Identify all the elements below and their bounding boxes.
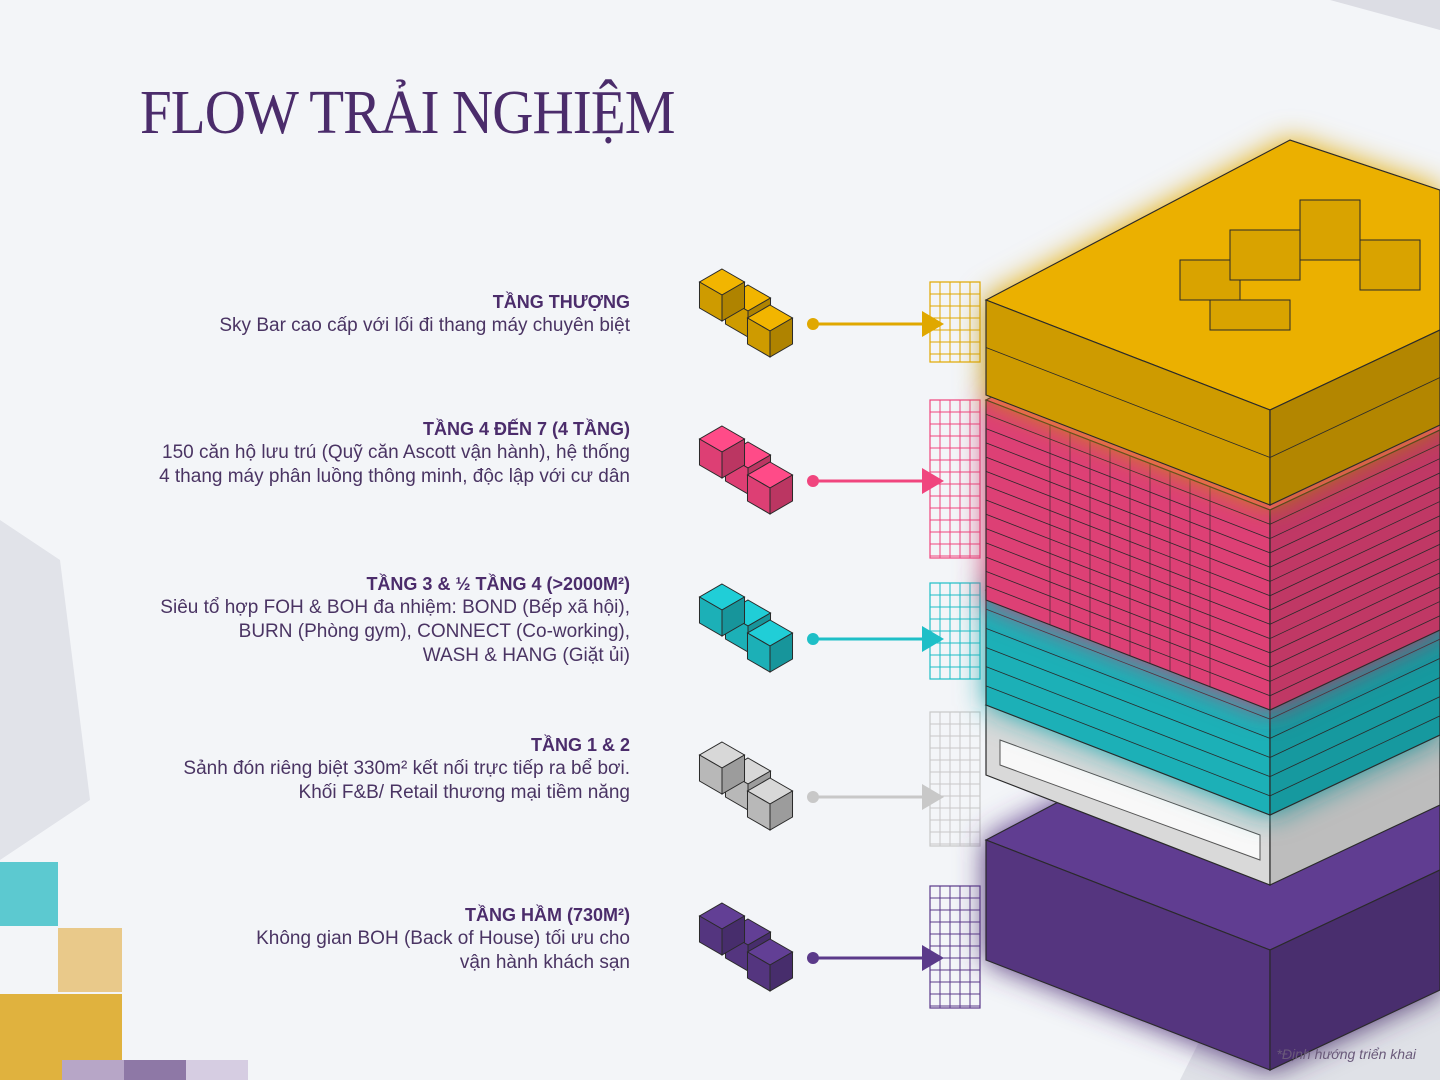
deco-square-gold	[58, 928, 122, 992]
floor-row-2	[698, 582, 981, 680]
floor-grid-icon	[929, 582, 981, 680]
floor-heading: TẦNG 4 ĐẾN 7 (4 TẦNG)	[422, 419, 630, 439]
floor-arrow-icon	[807, 945, 944, 971]
deco-square-purple-light	[62, 1060, 124, 1080]
floor-description: Siêu tổ hợp FOH & BOH đa nhiệm: BOND (Bế…	[160, 597, 630, 666]
floor-row-3	[698, 711, 981, 847]
floor-grid-icon	[929, 711, 981, 847]
floor-description: Sky Bar cao cấp với lối đi thang máy chu…	[219, 315, 630, 336]
floor-block-icon	[698, 583, 794, 673]
floor-grid-icon	[929, 281, 981, 363]
floor-arrow-icon	[807, 626, 944, 652]
floor-block-icon	[698, 741, 794, 831]
floor-text-rooftop: TẦNG THƯỢNG Sky Bar cao cấp với lối đi t…	[70, 290, 630, 338]
floor-block-icon	[698, 268, 794, 358]
floor-text-basement: TẦNG HẦM (730M²) Không gian BOH (Back of…	[70, 903, 630, 975]
floor-row-4	[698, 885, 981, 1009]
floor-arrow-icon	[807, 784, 944, 810]
floor-row-0	[698, 268, 981, 363]
floor-heading: TẦNG HẦM (730M²)	[465, 905, 630, 925]
floor-row-1	[698, 399, 981, 559]
floor-description: Sảnh đón riêng biệt 330m² kết nối trực t…	[183, 758, 630, 803]
floor-text-4-7: TẦNG 4 ĐẾN 7 (4 TẦNG) 150 căn hộ lưu trú…	[70, 417, 630, 489]
floor-text-1-2: TẦNG 1 & 2 Sảnh đón riêng biệt 330m² kết…	[70, 733, 630, 805]
floor-heading: TẦNG 3 & ½ TẦNG 4 (>2000M²)	[366, 574, 630, 594]
page-title: FLOW TRẢI NGHIỆM	[140, 79, 675, 147]
floor-arrow-icon	[807, 311, 944, 337]
floor-description: 150 căn hộ lưu trú (Quỹ căn Ascott vận h…	[159, 442, 630, 487]
deco-square-lilac	[186, 1060, 248, 1080]
floor-grid-icon	[929, 885, 981, 1009]
floor-arrow-icon	[807, 468, 944, 494]
floor-heading: TẦNG 1 & 2	[530, 735, 630, 755]
deco-square-purple	[124, 1060, 186, 1080]
footnote: *Định hướng triển khai	[1276, 1046, 1416, 1062]
floor-block-icon	[698, 902, 794, 992]
floor-heading: TẦNG THƯỢNG	[492, 292, 630, 312]
deco-square-teal	[0, 862, 58, 926]
floor-text-3: TẦNG 3 & ½ TẦNG 4 (>2000M²) Siêu tổ hợp …	[70, 572, 630, 668]
floor-block-icon	[698, 425, 794, 515]
floor-description: Không gian BOH (Back of House) tối ưu ch…	[256, 928, 630, 973]
building-layer-rooftop	[984, 139, 1440, 506]
floor-grid-icon	[929, 399, 981, 559]
